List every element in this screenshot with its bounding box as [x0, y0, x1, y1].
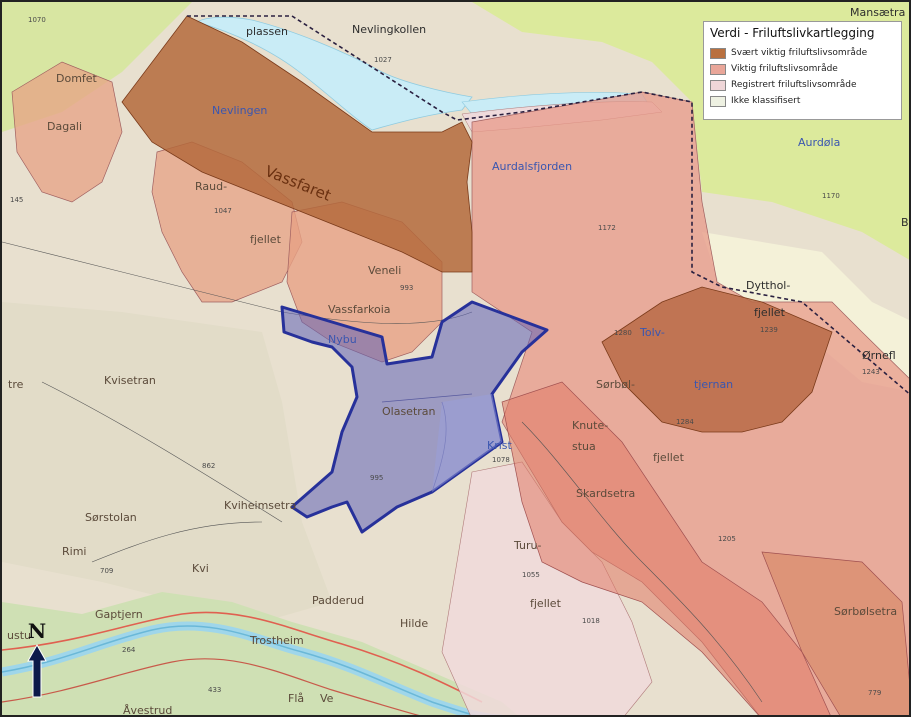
- trail-1: [2, 241, 473, 324]
- label-hilde: Hilde: [400, 617, 428, 630]
- label-veneli: Veneli: [368, 264, 401, 277]
- label-tjernan: tjernan: [694, 378, 733, 391]
- label-aurdalsfjorden: Aurdalsfjorden: [492, 160, 572, 173]
- label-b: B: [901, 216, 909, 229]
- label-tre: tre: [8, 378, 24, 391]
- area-very-important-vassfaret: [121, 15, 473, 273]
- legend-title: Verdi - Friluftslivkartlegging: [710, 26, 875, 40]
- label-elev-1078: 1078: [492, 456, 510, 464]
- label-elev-145: 145: [10, 196, 23, 204]
- label-mansaetra: Mansætra: [850, 6, 905, 19]
- north-label: N: [27, 619, 47, 643]
- legend-swatch-important: [710, 63, 726, 75]
- area-important-sorbolsetra: [761, 551, 909, 715]
- label-nybu: Nybu: [328, 333, 357, 346]
- label-elev-1239: 1239: [760, 326, 778, 334]
- legend-label: Registrert friluftslivsområde: [731, 80, 857, 90]
- label-sorstolan: Sørstolan: [85, 511, 137, 524]
- label-elev-1243: 1243: [862, 368, 880, 376]
- label-elev-862: 862: [202, 462, 215, 470]
- label-fjellet-2: fjellet: [754, 306, 786, 319]
- legend-label: Viktig friluftslivsområde: [731, 64, 838, 74]
- label-trostheim: Trostheim: [249, 634, 304, 647]
- north-arrow-icon: [27, 643, 47, 698]
- study-area[interactable]: [280, 300, 549, 534]
- label-elev-1205: 1205: [718, 535, 736, 543]
- road-valley-2: [2, 658, 420, 715]
- label-fjellet-3: fjellet: [653, 451, 685, 464]
- label-elev-1047: 1047: [214, 207, 232, 215]
- label-ornefl: Ørnefl: [862, 349, 896, 362]
- label-elev-264: 264: [122, 646, 136, 654]
- area-important-west: [11, 61, 123, 203]
- label-padderud: Padderud: [312, 594, 364, 607]
- label-elev-1170: 1170: [822, 192, 840, 200]
- label-raud: Raud-: [195, 180, 227, 193]
- label-kviheimsetra: Kviheimsetra: [224, 499, 296, 512]
- label-domfet: Domfet: [56, 72, 98, 85]
- label-plassen: plassen: [246, 25, 288, 38]
- label-turu: Turu-: [513, 539, 542, 552]
- study-area-inner-light: [432, 394, 502, 492]
- label-sorbol: Sørbøl-: [596, 378, 635, 391]
- legend-swatch-unclassified: [710, 95, 726, 107]
- label-elev-709: 709: [100, 567, 113, 575]
- label-fjellet-4: fjellet: [530, 597, 562, 610]
- label-nevlingen: Nevlingen: [212, 104, 267, 117]
- legend-swatch-registered: [710, 79, 726, 91]
- area-important-southeast: [501, 381, 831, 715]
- label-krist: Krist: [487, 439, 513, 452]
- label-olasetran: Olasetran: [382, 405, 436, 418]
- label-skardsetra: Skardsetra: [576, 487, 635, 500]
- label-elev-1027: 1027: [374, 56, 392, 64]
- label-rimi: Rimi: [62, 545, 86, 558]
- label-gaptjern: Gaptjern: [95, 608, 143, 621]
- road-valley: [2, 611, 483, 703]
- label-aurdola: Aurdøla: [798, 136, 840, 149]
- legend-swatch-very-important: [710, 47, 726, 59]
- trail-4: [91, 521, 263, 563]
- label-elev-1018: 1018: [582, 617, 600, 625]
- label-avestrud: Åvestrud: [123, 704, 172, 717]
- label-kvi: Kvi: [192, 562, 209, 575]
- label-vassfarkoia: Vassfarkoia: [328, 303, 391, 316]
- lake-nevlingen: [196, 16, 473, 131]
- legend-item-important: Viktig friluftslivsområde: [710, 61, 895, 77]
- label-kvisetran: Kvisetran: [104, 374, 156, 387]
- label-fla: Flå: [288, 692, 304, 705]
- label-elev-1284: 1284: [676, 418, 694, 426]
- label-ustu: ustu: [7, 629, 31, 642]
- legend-item-unclassified: Ikke klassifisert: [710, 93, 895, 109]
- label-dagali: Dagali: [47, 120, 82, 133]
- legend-item-very-important: Svært viktig friluftslivsområde: [710, 45, 895, 61]
- label-elev-779: 779: [868, 689, 881, 697]
- legend-label: Svært viktig friluftslivsområde: [731, 48, 868, 58]
- label-ve: Ve: [320, 692, 334, 705]
- label-elev-993: 993: [400, 284, 413, 292]
- trail-3: [521, 421, 763, 703]
- label-elev-1280: 1280: [614, 329, 632, 337]
- label-fjellet-1: fjellet: [250, 233, 282, 246]
- terrain-lowland: [2, 302, 332, 622]
- label-elev-1055: 1055: [522, 571, 540, 579]
- label-stua: stua: [572, 440, 596, 453]
- label-elev-995: 995: [370, 474, 383, 482]
- label-sorbolsetra: Sørbølsetra: [834, 605, 897, 618]
- label-elev-1070: 1070: [28, 16, 46, 24]
- label-tolv: Tolv-: [639, 326, 665, 339]
- legend-item-registered: Registrert friluftslivsområde: [710, 77, 895, 93]
- label-dytthol: Dytthol-: [746, 279, 790, 292]
- label-knute: Knute-: [572, 419, 608, 432]
- area-very-important-tolv: [601, 286, 833, 433]
- map-legend: Verdi - Friluftslivkartlegging Svært vik…: [703, 21, 902, 120]
- label-elev-1172: 1172: [598, 224, 616, 232]
- legend-label: Ikke klassifisert: [731, 96, 801, 106]
- trail-2: [41, 381, 283, 523]
- label-nevlingkollen: Nevlingkollen: [352, 23, 426, 36]
- river-bank: [2, 625, 477, 715]
- label-elev-433: 433: [208, 686, 221, 694]
- north-arrow: N: [20, 619, 60, 699]
